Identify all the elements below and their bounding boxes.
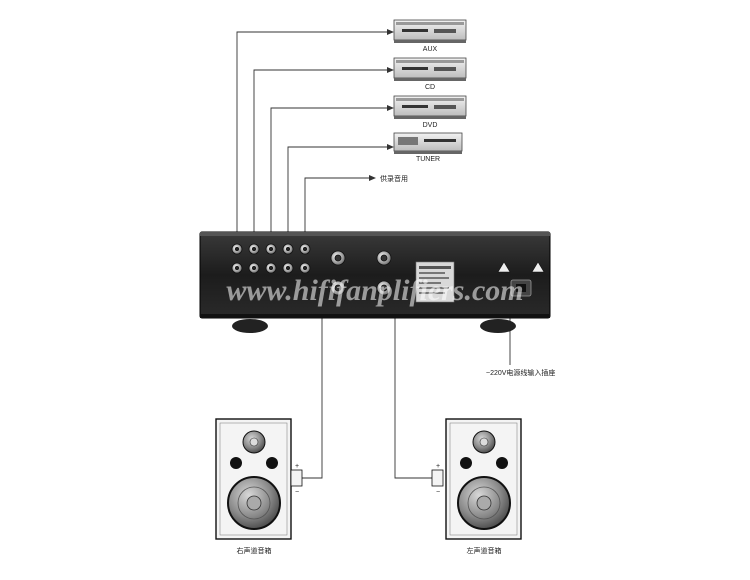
port-icon <box>460 457 472 469</box>
device-dvd-label: DVD <box>423 122 438 129</box>
terminal-plus-label: + <box>436 463 440 470</box>
warning-icon <box>497 261 511 273</box>
spec-label-plate <box>415 261 455 303</box>
terminal-minus-label: − <box>436 489 440 496</box>
power-inlet <box>510 279 532 297</box>
line-tuner <box>287 146 388 242</box>
record-output-label: 供录音用 <box>380 174 408 183</box>
device-dvd <box>393 95 467 119</box>
line-aux <box>236 31 388 242</box>
speaker-left-label: 左声道音箱 <box>467 546 502 555</box>
device-tuner-label: TUNER <box>416 156 440 163</box>
device-cd <box>393 57 467 81</box>
device-aux-label: AUX <box>423 46 438 53</box>
amplifier-foot <box>232 319 268 333</box>
terminal-minus-label: − <box>295 489 299 496</box>
device-tuner <box>393 132 463 154</box>
line-dvd <box>270 107 388 242</box>
device-cd-label: CD <box>425 84 435 91</box>
rca-input-jacks <box>231 243 311 274</box>
port-icon <box>230 457 242 469</box>
amplifier-foot <box>480 319 516 333</box>
line-cd <box>253 69 388 242</box>
amplifier-rear-panel: www.hififanplifiers.com <box>199 231 551 333</box>
speaker-terminal <box>290 469 303 487</box>
device-aux <box>393 19 467 43</box>
arrowheads <box>234 29 394 241</box>
speaker-binding-posts <box>330 250 392 296</box>
watermark: www.hififanplifiers.com <box>226 274 523 307</box>
line-record <box>304 177 370 242</box>
speaker-right-label: 右声道音箱 <box>237 546 272 555</box>
port-icon <box>266 457 278 469</box>
speaker-right: + − 右声道音箱 <box>215 418 303 555</box>
speaker-left: + − 左声道音箱 <box>431 418 522 555</box>
power-inlet-label: ~220V电源线输入插座 <box>486 368 555 377</box>
speaker-terminal <box>431 469 444 487</box>
port-icon <box>496 457 508 469</box>
terminal-plus-label: + <box>295 463 299 470</box>
warning-icon <box>531 261 545 273</box>
